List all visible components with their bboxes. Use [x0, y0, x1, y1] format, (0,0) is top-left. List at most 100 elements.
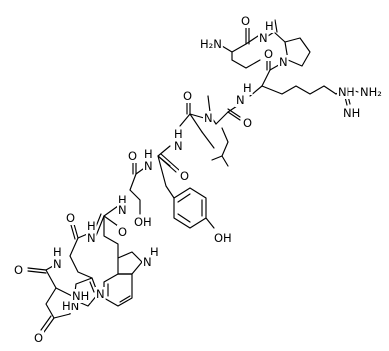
atom-label-backdrop [203, 111, 214, 125]
atom-label-oh: OH [214, 231, 232, 245]
atom-label-backdrop [342, 106, 362, 120]
atom-label-backdrop [199, 37, 223, 51]
bond [177, 213, 191, 223]
bond [89, 281, 95, 293]
atom-label-backdrop [143, 147, 154, 161]
bond [221, 127, 229, 167]
atom-label-h2n: H₂N [200, 37, 222, 51]
atom-label-backdrop [182, 89, 194, 103]
bond-lines [27, 19, 359, 333]
atom-label-oxygen: O [243, 116, 252, 130]
atom-label-nitrogen: N [279, 55, 288, 69]
atom-label-backdrop [149, 245, 160, 259]
bond [69, 255, 93, 279]
atom-label-oxygen: O [180, 169, 189, 183]
bond [103, 215, 119, 259]
atom-label-hydrogen: H [243, 81, 252, 95]
atom-label-oxygen: O [241, 14, 250, 28]
atom-label-backdrop [86, 219, 97, 233]
atom-label-hydrogen: H [265, 19, 274, 33]
atom-label-backdrop [242, 116, 254, 130]
atom-label-backdrop [95, 287, 106, 301]
bond [284, 37, 311, 67]
atom-label-nitrogen: N [144, 159, 153, 173]
bond [73, 223, 79, 239]
bond [189, 113, 203, 133]
bond [207, 95, 211, 113]
bond [27, 270, 47, 274]
bond [189, 113, 205, 119]
bond [103, 273, 133, 307]
atom-label-nitrogen: N [259, 31, 268, 45]
atom-label-hydrogen: H [118, 193, 127, 207]
atom-label-backdrop [86, 231, 97, 245]
bond [261, 85, 337, 95]
bond [201, 131, 215, 149]
atom-label-oxygen: O [118, 225, 127, 239]
bond [157, 145, 171, 157]
atom-label-nitrogen: N [118, 203, 127, 217]
bond [227, 111, 241, 121]
bond [261, 69, 271, 87]
atom-label-nitrogen: H [346, 85, 355, 99]
atom-label-backdrop [127, 149, 139, 163]
bond [215, 111, 229, 125]
atom-label-backdrop [52, 245, 63, 259]
atom-label-nh: NH [343, 106, 360, 120]
atom-label-oxygen: O [66, 211, 75, 225]
atom-label-nitrogen: N [204, 111, 213, 125]
atom-label-backdrop [278, 55, 289, 69]
bond [157, 155, 177, 173]
atom-label-backdrop [133, 215, 153, 229]
atom-label-oxygen: O [183, 89, 192, 103]
atom-labels: H₂N O H N N O H N NH₂ NH H N O N O H N O… [13, 14, 383, 345]
atom-label-backdrop [240, 14, 252, 28]
atom-label-oxygen: O [14, 263, 23, 277]
atom-label-nitrogen: N [53, 257, 62, 271]
bond [221, 35, 259, 53]
atom-label-backdrop [264, 19, 275, 33]
bond [43, 317, 55, 333]
bond [129, 189, 141, 215]
atom-label-backdrop [117, 203, 128, 217]
atom-label-backdrop [65, 211, 77, 225]
bond [160, 153, 180, 171]
atom-label-nitrogen: N [96, 287, 105, 301]
atom-label-backdrop [242, 81, 253, 95]
bond [27, 267, 47, 271]
atom-label-hydrogen: H [87, 219, 96, 233]
atom-label-backdrop [235, 93, 246, 107]
atom-label-backdrop [345, 85, 356, 99]
atom-label-nitrogen: N [87, 231, 96, 245]
atom-label-backdrop [71, 289, 91, 303]
atom-label-oxygen: O [128, 149, 137, 163]
bond [273, 31, 286, 43]
atom-label-nh: NH [72, 289, 89, 303]
bond [45, 269, 57, 289]
bond [274, 19, 278, 33]
atom-label-backdrop [179, 169, 191, 183]
atom-label-backdrop [263, 47, 275, 61]
bond [211, 155, 223, 161]
atom-label-backdrop [117, 193, 128, 207]
bond [103, 215, 119, 227]
bond [103, 205, 119, 217]
atom-label-nitrogen: N [338, 85, 347, 99]
bond [227, 108, 241, 118]
atom-label-backdrop [173, 139, 184, 153]
atom-label-oh: OH [134, 215, 152, 229]
atom-label-hydrogen: H [174, 127, 183, 141]
atom-label-hydrogen: H [144, 147, 153, 161]
atom-label-nh2: NH₂ [360, 85, 382, 99]
atom-label-backdrop [117, 225, 129, 239]
atom-label-backdrop [33, 331, 45, 345]
atom-label-backdrop [143, 159, 154, 173]
atom-label-oxygen: O [34, 331, 43, 345]
bond [157, 155, 175, 199]
atom-label-backdrop [359, 85, 383, 99]
bond [119, 295, 131, 303]
atom-label-nitrogen: N [143, 255, 152, 269]
atom-label-hydrogen: H [53, 245, 62, 259]
bond [40, 315, 52, 331]
